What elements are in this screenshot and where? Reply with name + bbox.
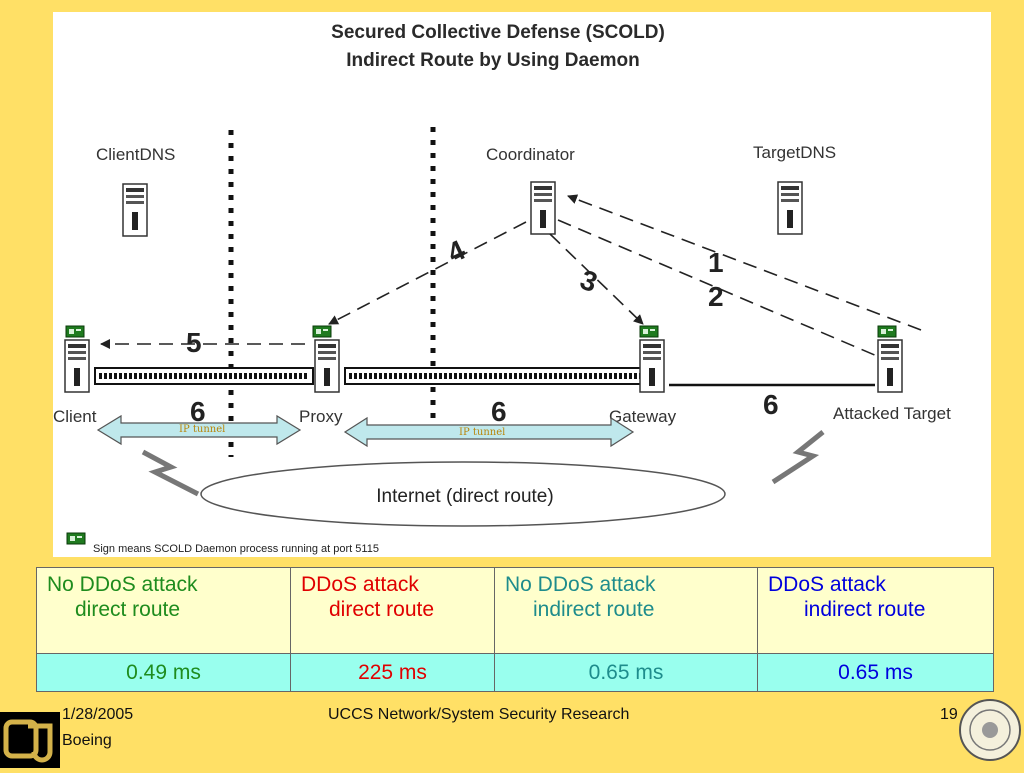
footer-org: Boeing (62, 732, 112, 749)
client-server-icon (64, 339, 90, 393)
label-clientdns: ClientDNS (96, 145, 175, 164)
legend-daemon-badge-icon (66, 532, 86, 545)
diagram-title-line2: Indirect Route by Using Daemon (346, 50, 639, 71)
value-cell: 0.49 ms (36, 653, 291, 692)
label-gateway: Gateway (609, 407, 677, 426)
header-cell: DDoS attack direct route (290, 566, 495, 655)
client-daemon-badge-icon (65, 325, 85, 338)
header-line1: No DDoS attack (505, 573, 656, 596)
results-header-row: No DDoS attack direct route DDoS attack … (36, 566, 994, 655)
scold-diagram: Secured Collective Defense (SCOLD) Indir… (53, 12, 991, 557)
results-table: No DDoS attack direct route DDoS attack … (36, 566, 994, 692)
step-5-label: 5 (186, 327, 202, 358)
value-cell: 0.65 ms (494, 653, 758, 692)
header-cell: No DDoS attack indirect route (494, 566, 758, 655)
arrow-step4 (328, 221, 527, 325)
arrow-step2 (557, 219, 892, 364)
header-line1: DDoS attack (301, 573, 419, 596)
value-cell: 0.65 ms (757, 653, 994, 692)
header-line2: direct route (75, 598, 181, 621)
label-client: Client (53, 407, 97, 426)
step-2-label: 2 (708, 281, 724, 312)
label-attacked-target: Attacked Target (833, 404, 951, 423)
step-6-label-c: 6 (763, 389, 779, 420)
lightning-left-icon (141, 449, 200, 497)
results-value-row: 0.49 ms 225 ms 0.65 ms 0.65 ms (36, 653, 994, 692)
header-cell: DDoS attack indirect route (757, 566, 994, 655)
label-targetdns: TargetDNS (753, 143, 836, 162)
header-line1: DDoS attack (768, 573, 886, 596)
gateway-server-icon (639, 339, 665, 393)
university-seal (958, 698, 1022, 762)
footer-date: 1/28/2005 (62, 706, 134, 723)
page-number: 19 (940, 706, 958, 723)
ip-tunnel-arrow-left (96, 414, 302, 446)
coordinator-server-icon (530, 181, 556, 235)
target-daemon-badge-icon (877, 325, 897, 338)
gateway-daemon-badge-icon (639, 325, 659, 338)
step-1-label: 1 (708, 247, 724, 278)
header-line1: No DDoS attack (47, 573, 198, 596)
step-6-label-b: 6 (491, 396, 507, 427)
proxy-daemon-badge-icon (312, 325, 332, 338)
header-line2: direct route (329, 598, 435, 621)
value-cell: 225 ms (290, 653, 495, 692)
ip-tunnel-label-left: IP tunnel (179, 424, 225, 435)
internet-label: Internet (direct route) (376, 486, 553, 507)
step-6-label-a: 6 (190, 396, 206, 427)
header-cell: No DDoS attack direct route (36, 566, 291, 655)
arrow-step1 (567, 194, 922, 331)
header-line2: indirect route (533, 598, 655, 621)
clientdns-server-icon (122, 183, 148, 237)
targetdns-server-icon (777, 181, 803, 235)
footer-center-text: UCCS Network/System Security Research (328, 706, 630, 723)
proxy-server-icon (314, 339, 340, 393)
diagram-title-line1: Secured Collective Defense (SCOLD) (331, 22, 665, 43)
ip-tunnel-label-right: IP tunnel (459, 427, 505, 438)
university-logo (0, 712, 60, 768)
lightning-right-icon (771, 430, 825, 485)
target-server-icon (877, 339, 903, 393)
ip-tunnel-arrow-right (343, 416, 635, 448)
header-line2: indirect route (804, 598, 926, 621)
label-coordinator: Coordinator (486, 145, 575, 164)
label-proxy: Proxy (299, 407, 343, 426)
internet-cloud (200, 461, 726, 527)
legend-text: Sign means SCOLD Daemon process running … (93, 543, 379, 555)
